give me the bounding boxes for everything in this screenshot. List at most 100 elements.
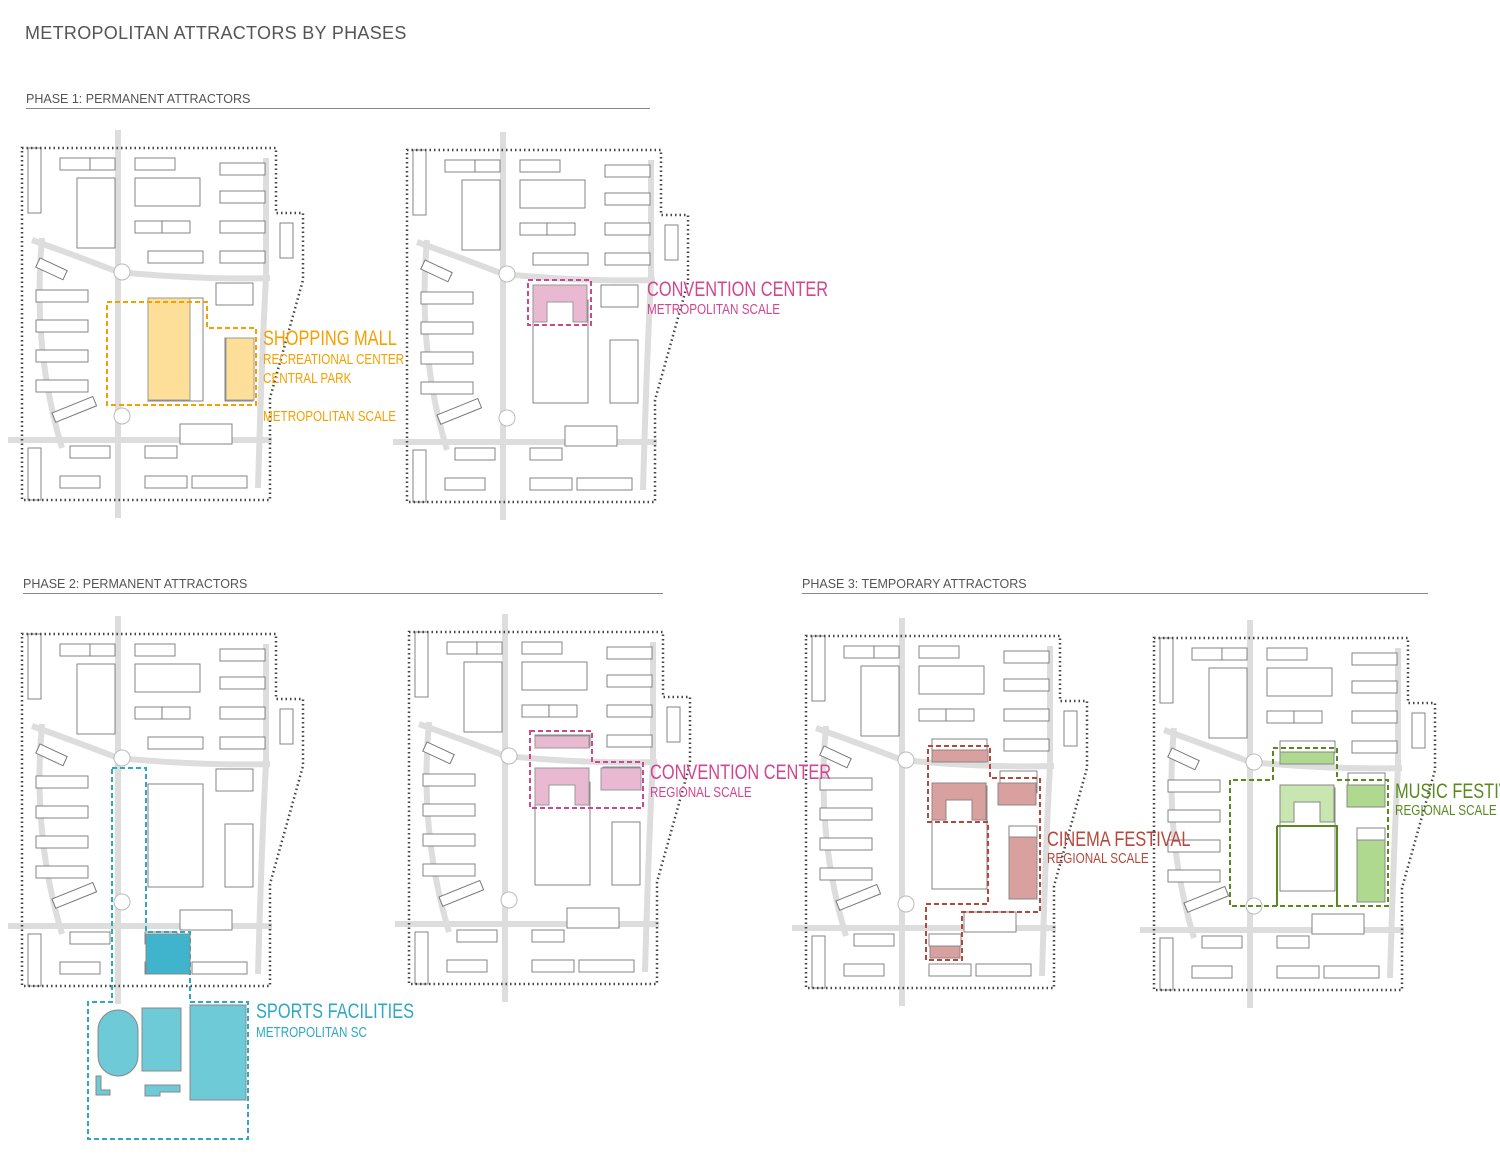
building	[532, 252, 589, 266]
music-stage	[1279, 784, 1335, 823]
roundabout	[897, 895, 915, 913]
site-boundary	[20, 632, 305, 988]
building	[963, 911, 1017, 933]
building	[134, 220, 163, 234]
building	[279, 708, 294, 745]
sports-small	[144, 1084, 181, 1097]
building	[476, 641, 503, 655]
building	[604, 222, 651, 236]
building	[819, 807, 873, 821]
building	[89, 643, 116, 657]
building	[161, 706, 191, 720]
building	[606, 704, 653, 718]
roundabout	[1245, 753, 1263, 771]
building	[27, 447, 42, 501]
shopping-mall-label: SHOPPING MALL	[263, 327, 397, 350]
building	[606, 674, 653, 688]
building	[422, 863, 476, 877]
site-plan-phase1-convention	[393, 132, 690, 520]
building	[219, 250, 266, 264]
building	[147, 736, 204, 750]
convention-building	[534, 735, 590, 749]
building	[1411, 712, 1426, 749]
recreational-center-label: RECREATIONAL CENTER	[263, 351, 405, 368]
building	[519, 222, 548, 236]
building	[1191, 647, 1223, 661]
building	[444, 477, 486, 491]
building	[1351, 652, 1398, 666]
building	[1191, 965, 1233, 979]
building	[1003, 678, 1050, 692]
building	[928, 933, 962, 947]
building	[1167, 869, 1221, 883]
building	[604, 164, 651, 178]
building	[51, 881, 98, 909]
building	[521, 661, 588, 691]
building	[1167, 809, 1221, 823]
building	[945, 708, 975, 722]
building	[975, 963, 1032, 977]
music-stage	[1356, 839, 1386, 903]
building	[456, 929, 498, 943]
sports-scale: METROPOLITAN SC	[256, 1024, 367, 1041]
roundabout	[113, 749, 131, 767]
building	[179, 423, 233, 445]
building	[1351, 740, 1398, 754]
convention-zone	[529, 730, 644, 809]
site-boundary	[405, 148, 690, 504]
building	[414, 931, 429, 985]
building	[1167, 779, 1221, 793]
building	[819, 745, 852, 769]
building	[144, 445, 178, 459]
building	[27, 147, 42, 214]
building	[1276, 965, 1320, 979]
building	[835, 883, 882, 911]
building	[59, 643, 91, 657]
building	[1266, 647, 1308, 661]
building	[519, 159, 561, 173]
phase-3-heading: PHASE 3: TEMPORARY ATTRACTORS	[802, 577, 1428, 594]
building	[1293, 710, 1323, 724]
building	[444, 159, 476, 173]
building	[918, 665, 985, 695]
sports-stadium	[189, 1004, 247, 1101]
building	[219, 220, 266, 234]
building	[853, 933, 895, 947]
building	[928, 963, 972, 977]
road	[255, 158, 269, 489]
cinema-zone	[925, 745, 1041, 961]
building	[420, 381, 474, 395]
building	[215, 282, 254, 306]
building	[446, 959, 488, 973]
roundabout	[1245, 897, 1263, 915]
building	[666, 706, 681, 743]
building	[27, 933, 42, 987]
convention-p1-label: CONVENTION CENTER	[647, 278, 829, 301]
building	[606, 646, 653, 660]
building	[69, 445, 111, 459]
building	[519, 179, 586, 209]
building	[1003, 708, 1050, 722]
building	[147, 783, 204, 888]
site-boundary	[407, 630, 692, 986]
building	[604, 252, 651, 266]
building	[819, 837, 873, 851]
building	[578, 959, 635, 973]
building	[1063, 710, 1078, 747]
roundabout	[498, 265, 516, 283]
building	[191, 475, 248, 489]
building	[35, 319, 89, 333]
building	[161, 220, 191, 234]
cinema-building	[929, 945, 961, 959]
building	[873, 645, 900, 659]
building	[420, 291, 474, 305]
building	[918, 708, 947, 722]
convention-p2-label: CONVENTION CENTER	[650, 761, 832, 784]
sports-label: SPORTS FACILITIES	[256, 1000, 415, 1023]
road	[642, 642, 656, 973]
building	[606, 734, 653, 748]
roundabout	[500, 747, 518, 765]
building	[609, 339, 639, 404]
building	[76, 177, 116, 249]
building	[35, 289, 89, 303]
